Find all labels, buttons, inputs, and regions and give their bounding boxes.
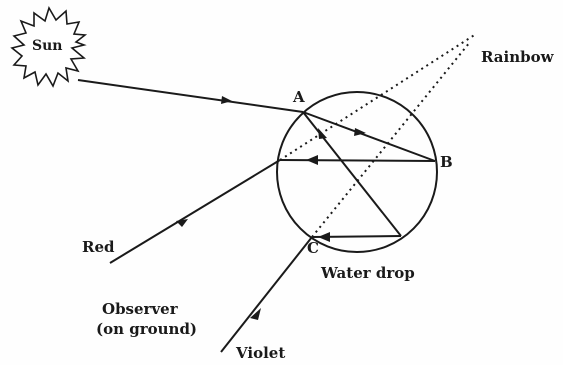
reflected-ray-b — [280, 160, 435, 161]
incident-ray — [78, 80, 303, 112]
incident-ray-arrow — [221, 96, 232, 104]
water-drop-label: Water drop — [321, 266, 415, 281]
violet-label: Violet — [236, 346, 285, 361]
sun-label: Sun — [32, 39, 62, 53]
violet-ray — [221, 237, 312, 352]
ray-to-c-arrow — [318, 232, 330, 242]
point-c-label: C — [307, 241, 319, 256]
water-drop-circle — [277, 92, 437, 252]
rainbow-label: Rainbow — [481, 50, 554, 65]
point-a-label: A — [293, 90, 305, 105]
observer-label-line2: (on ground) — [96, 322, 197, 337]
ray-b-arrow — [306, 155, 318, 165]
observer-label-line1: Observer — [102, 302, 178, 317]
point-b-label: B — [440, 155, 453, 170]
red-label: Red — [82, 240, 115, 255]
dotted-line-lower — [312, 42, 470, 237]
dotted-line-upper — [280, 34, 476, 160]
red-ray — [110, 160, 280, 263]
